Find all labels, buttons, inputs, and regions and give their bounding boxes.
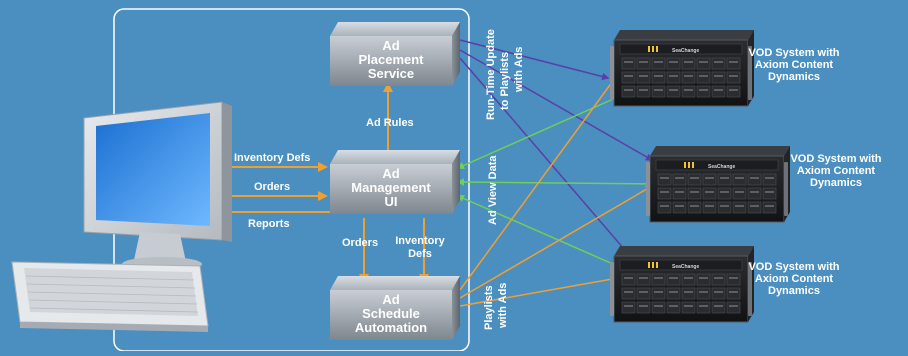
vod-server-1: SeaChange — [610, 30, 754, 107]
vod-label-3-line-2: Axiom Content — [755, 273, 834, 285]
ad-management-ui-box — [330, 150, 460, 214]
vod-label-1-line-2: Axiom Content — [755, 59, 834, 71]
ad-placement-service-box — [330, 22, 460, 86]
runtime-flow-3 — [459, 57, 631, 258]
management-box-line1: Ad — [382, 166, 399, 181]
seachange-brand: SeaChange — [672, 264, 699, 270]
playlists-label-2: with Ads — [497, 283, 509, 329]
inventory-down-label-1: Inventory — [395, 235, 445, 247]
playlists-label-1: Playlists — [483, 285, 495, 330]
vod-server-3: SeaChange — [610, 246, 754, 323]
placement-box-line2: Placement — [358, 52, 424, 67]
placement-box-line1: Ad — [382, 38, 399, 53]
inventory-down-label-2: Defs — [408, 248, 432, 260]
playlist-flow-2 — [459, 185, 654, 299]
runtime-flow-1 — [459, 39, 610, 81]
seachange-brand: SeaChange — [708, 164, 735, 170]
computer-icon — [11, 101, 232, 332]
vod-label-3-line-1: VOD System with — [748, 261, 839, 273]
management-box-line2: Management — [351, 180, 431, 195]
placement-box-line3: Service — [368, 66, 414, 81]
runtime-update-label-2: to Playlists — [499, 52, 511, 110]
schedule-box-line1: Ad — [382, 292, 399, 307]
schedule-box-line2: Schedule — [362, 306, 420, 321]
vod-label-2-line-3: Dynamics — [810, 177, 862, 189]
runtime-flow-2 — [459, 49, 654, 161]
vod-server-2: SeaChange — [646, 146, 790, 223]
orders-down-label: Orders — [342, 237, 378, 249]
management-box-line3: UI — [385, 194, 398, 209]
view-data-flow-3 — [456, 194, 623, 269]
view-data-flow-1 — [456, 95, 621, 169]
inventory-defs-label: Inventory Defs — [234, 152, 310, 164]
playlist-flow-1 — [459, 72, 619, 291]
reports-label: Reports — [248, 218, 290, 230]
playlist-flow-3 — [459, 275, 620, 307]
ad-schedule-automation-box — [330, 276, 460, 340]
ad-view-data-label: Ad View Data — [487, 155, 499, 225]
schedule-box-line3: Automation — [355, 320, 427, 335]
vod-label-1-line-1: VOD System with — [748, 47, 839, 59]
runtime-update-label-3: with Ads — [513, 47, 525, 93]
runtime-update-label-1: Run-Time Update — [485, 29, 497, 120]
vod-label-2-line-1: VOD System with — [790, 153, 881, 165]
vod-label-3-line-3: Dynamics — [768, 285, 820, 297]
seachange-brand: SeaChange — [672, 48, 699, 54]
vod-label-1-line-3: Dynamics — [768, 71, 820, 83]
vod-label-2-line-2: Axiom Content — [797, 165, 876, 177]
orders-label: Orders — [254, 181, 290, 193]
view-data-flow-2 — [456, 178, 657, 186]
ad-rules-label: Ad Rules — [366, 117, 414, 129]
